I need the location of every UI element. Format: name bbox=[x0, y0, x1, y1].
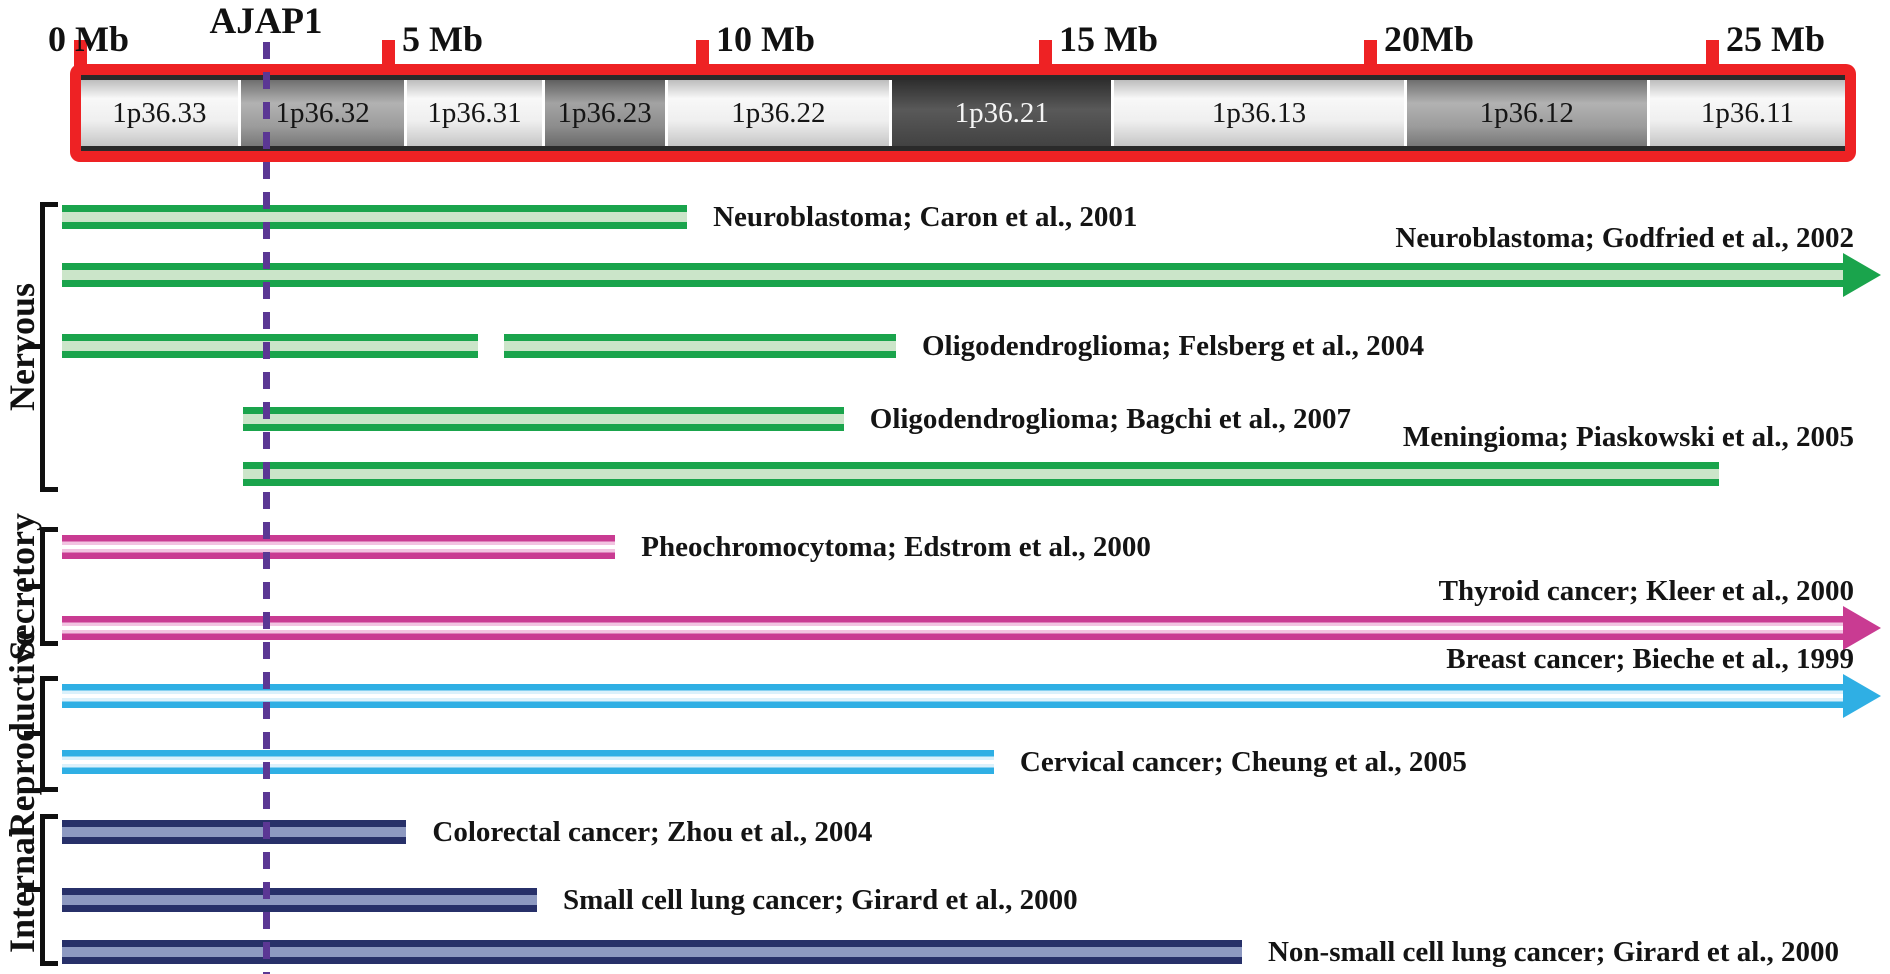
deletion-bar-segment bbox=[62, 888, 537, 912]
deletion-bar-segment bbox=[243, 462, 1719, 486]
group-label-text: Nervous bbox=[2, 283, 42, 411]
scale-tick-label-5mb: 5 Mb bbox=[402, 19, 483, 59]
scale-tick-0mb bbox=[74, 40, 87, 68]
deletion-bar-segment bbox=[62, 263, 1843, 287]
study-label: Cervical cancer; Cheung et al., 2005 bbox=[1019, 746, 1467, 778]
chromosome-band-1p36.31: 1p36.31 bbox=[407, 80, 542, 146]
study-label: Meningioma; Piaskowski et al., 2005 bbox=[1402, 421, 1854, 453]
bar-arrowhead-right bbox=[1842, 674, 1881, 718]
group-bracket-reproductive bbox=[24, 676, 58, 792]
scale-tick-10mb bbox=[696, 40, 709, 68]
deletion-bar-segment-2 bbox=[504, 334, 896, 358]
deletion-bar-segment bbox=[62, 750, 994, 774]
scale-tick-label-15mb: 15 Mb bbox=[1059, 19, 1158, 59]
chromosome-band-1p36.11: 1p36.11 bbox=[1649, 80, 1845, 146]
gene-marker-line bbox=[263, 42, 271, 974]
study-label: Thyroid cancer; Kleer et al., 2000 bbox=[1438, 575, 1854, 607]
group-label-text: Internal bbox=[2, 827, 42, 953]
chromosome-band-1p36.12: 1p36.12 bbox=[1406, 80, 1647, 146]
scale-tick-25mb bbox=[1706, 40, 1719, 68]
study-label: Neuroblastoma; Caron et al., 2001 bbox=[713, 201, 1138, 233]
chromosome-band-1p36.33: 1p36.33 bbox=[81, 80, 238, 146]
chromosome-band-1p36.22: 1p36.22 bbox=[667, 80, 889, 146]
group-bracket-nervous bbox=[24, 202, 58, 492]
study-label: Non-small cell lung cancer; Girard et al… bbox=[1267, 936, 1840, 968]
chromosome-band-1p36.13: 1p36.13 bbox=[1114, 80, 1404, 146]
deletion-bar-segment bbox=[62, 616, 1843, 640]
scale-tick-label-20mb: 20Mb bbox=[1384, 19, 1474, 59]
group-label-internal: Internal bbox=[0, 794, 44, 974]
chromosome-band-1p36.21: 1p36.21 bbox=[891, 80, 1112, 146]
group-label-nervous: Nervous bbox=[0, 182, 44, 512]
bar-arrowhead-right bbox=[1842, 253, 1881, 297]
study-label: Breast cancer; Bieche et al., 1999 bbox=[1446, 643, 1854, 675]
chromosome-band-1p36.23: 1p36.23 bbox=[544, 80, 665, 146]
study-label: Oligodendroglioma; Felsberg et al., 2004 bbox=[922, 330, 1425, 362]
deletion-bar-segment-1 bbox=[62, 334, 479, 358]
study-label: Neuroblastoma; Godfried et al., 2002 bbox=[1395, 222, 1854, 254]
scale-tick-label-0mb: 0 Mb bbox=[48, 19, 129, 59]
study-label: Oligodendroglioma; Bagchi et al., 2007 bbox=[869, 403, 1351, 435]
group-bracket-secretory bbox=[24, 527, 58, 646]
deletion-bar-segment bbox=[62, 820, 407, 844]
deletion-bar-segment bbox=[62, 535, 616, 559]
deletion-bar-segment bbox=[243, 407, 844, 431]
gene-marker-label: AJAP1 bbox=[209, 1, 323, 42]
scale-tick-label-10mb: 10 Mb bbox=[716, 19, 815, 59]
deletion-bar-segment bbox=[62, 684, 1843, 708]
group-label-reproductive: Reproductive bbox=[0, 630, 44, 837]
study-label: Pheochromocytoma; Edstrom et al., 2000 bbox=[641, 531, 1151, 563]
study-label: Small cell lung cancer; Girard et al., 2… bbox=[562, 884, 1078, 916]
scale-tick-20mb bbox=[1364, 40, 1377, 68]
group-bracket-internal bbox=[24, 814, 58, 966]
study-label: Colorectal cancer; Zhou et al., 2004 bbox=[432, 816, 873, 848]
bar-arrowhead-right bbox=[1842, 606, 1881, 650]
deletion-bar-segment bbox=[62, 205, 688, 229]
scale-tick-5mb bbox=[382, 40, 395, 68]
deletion-bar-segment bbox=[62, 940, 1242, 964]
scale-tick-label-25mb: 25 Mb bbox=[1726, 19, 1825, 59]
scale-tick-15mb bbox=[1039, 40, 1052, 68]
